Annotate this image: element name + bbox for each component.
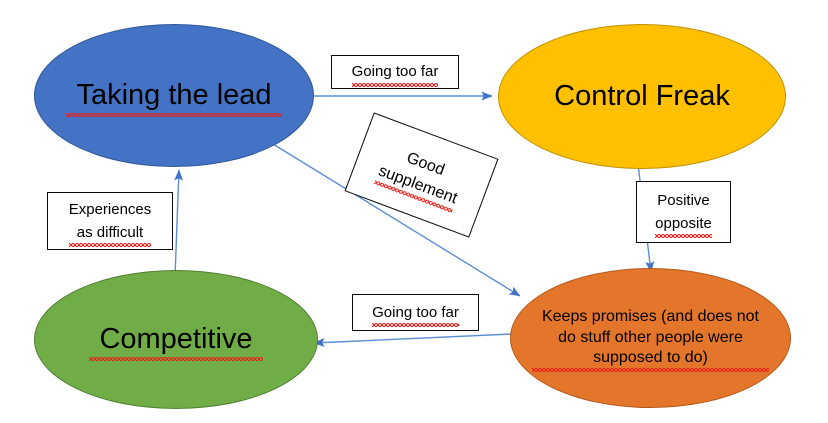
edge-label-positive-opposite-text: Positive opposite	[655, 189, 712, 238]
edge-label-going-too-far-bottom-text: Going too far	[372, 301, 459, 328]
edge-label-good-supplement-text: Good supplement	[375, 140, 468, 209]
edge-label-going-too-far-bottom[interactable]: Going too far	[352, 294, 479, 331]
node-keeps-promises[interactable]: Keeps promises (and does not do stuff ot…	[510, 268, 791, 408]
arrow-competitive-to-taking-lead	[174, 169, 184, 278]
node-taking-the-lead-label: Taking the lead	[66, 77, 282, 118]
node-control-freak[interactable]: Control Freak	[498, 24, 786, 169]
edge-label-going-too-far-top-text: Going too far	[351, 60, 438, 87]
edge-label-experiences-as-difficult-text: Experiences as difficult	[68, 198, 151, 247]
edge-label-experiences-as-difficult[interactable]: Experiences as difficult	[47, 192, 173, 250]
node-control-freak-label: Control Freak	[554, 79, 730, 112]
node-keeps-promises-label: Keeps promises (and does not do stuff ot…	[531, 307, 770, 373]
node-competitive[interactable]: Competitive	[34, 270, 318, 409]
node-taking-the-lead[interactable]: Taking the lead	[34, 24, 314, 167]
edge-label-positive-opposite[interactable]: Positive opposite	[636, 181, 731, 243]
node-competitive-label: Competitive	[89, 321, 263, 362]
arrow-keeps-promises-to-competitive	[313, 333, 513, 347]
arrow-taking-lead-to-keeps-promises	[272, 143, 521, 297]
edge-label-going-too-far-top[interactable]: Going too far	[331, 55, 459, 89]
